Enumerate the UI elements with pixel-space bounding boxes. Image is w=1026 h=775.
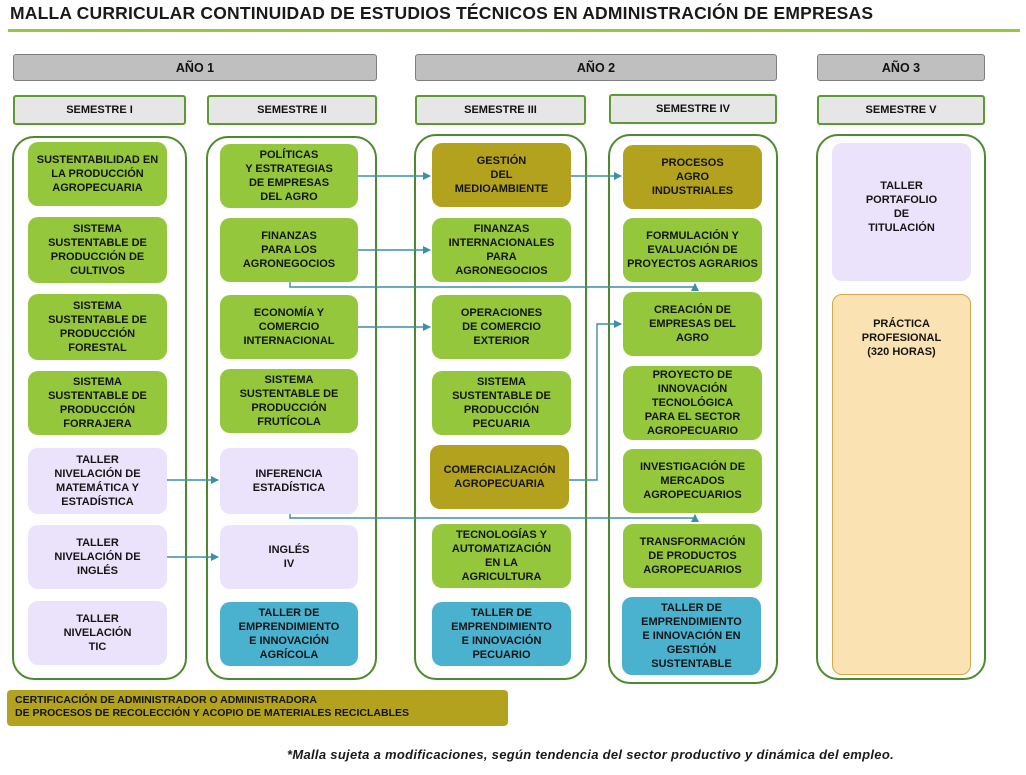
course-sistema-produccion-cultivos: SISTEMA SUSTENTABLE DE PRODUCCIÓN DE CUL…	[28, 217, 167, 283]
course-sistema-produccion-fruticola: SISTEMA SUSTENTABLE DE PRODUCCIÓN FRUTÍC…	[220, 369, 358, 433]
course-economia-comercio-internacional: ECONOMÍA Y COMERCIO INTERNACIONAL	[220, 295, 358, 359]
title-underline	[8, 29, 1020, 32]
course-taller-emprendimiento-pecuario: TALLER DE EMPRENDIMIENTO E INNOVACIÓN PE…	[432, 602, 571, 666]
semester-header-5: SEMESTRE V	[817, 95, 985, 125]
course-finanzas-agronegocios: FINANZAS PARA LOS AGRONEGOCIOS	[220, 218, 358, 282]
course-formulacion-evaluacion-proyectos: FORMULACIÓN Y EVALUACIÓN DE PROYECTOS AG…	[623, 218, 762, 282]
course-ingles-iv: INGLÉS IV	[220, 525, 358, 589]
year-header-1: AÑO 1	[13, 54, 377, 81]
course-creacion-empresas-agro: CREACIÓN DE EMPRESAS DEL AGRO	[623, 292, 762, 356]
semester-header-2: SEMESTRE II	[207, 95, 377, 125]
course-practica-profesional: PRÁCTICA PROFESIONAL (320 HORAS)	[832, 294, 971, 675]
course-taller-portafolio-titulacion: TALLER PORTAFOLIO DE TITULACIÓN	[832, 143, 971, 281]
semester-header-4: SEMESTRE IV	[609, 94, 777, 124]
course-inferencia-estadistica: INFERENCIA ESTADÍSTICA	[220, 448, 358, 514]
course-comercializacion-agropecuaria: COMERCIALIZACIÓN AGROPECUARIA	[430, 445, 569, 509]
course-sustentabilidad-produccion-agropecuaria: SUSTENTABILIDAD EN LA PRODUCCIÓN AGROPEC…	[28, 142, 167, 206]
year-header-2: AÑO 2	[415, 54, 777, 81]
course-investigacion-mercados: INVESTIGACIÓN DE MERCADOS AGROPECUARIOS	[623, 449, 762, 513]
course-taller-nivelacion-ingles: TALLER NIVELACIÓN DE INGLÉS	[28, 525, 167, 589]
certification-banner: CERTIFICACIÓN DE ADMINISTRADOR O ADMINIS…	[7, 690, 508, 726]
semester-header-3: SEMESTRE III	[415, 95, 586, 125]
course-procesos-agroindustriales: PROCESOS AGRO INDUSTRIALES	[623, 145, 762, 209]
course-proyecto-innovacion-tecnologica: PROYECTO DE INNOVACIÓN TECNOLÓGICA PARA …	[623, 366, 762, 440]
course-operaciones-comercio-exterior: OPERACIONES DE COMERCIO EXTERIOR	[432, 295, 571, 359]
course-taller-nivelacion-tic: TALLER NIVELACIÓN TIC	[28, 601, 167, 665]
course-transformacion-productos: TRANSFORMACIÓN DE PRODUCTOS AGROPECUARIO…	[623, 524, 762, 588]
course-taller-emprendimiento-gestion-sustentable: TALLER DE EMPRENDIMIENTO E INNOVACIÓN EN…	[622, 597, 761, 675]
course-finanzas-internacionales: FINANZAS INTERNACIONALES PARA AGRONEGOCI…	[432, 218, 571, 282]
course-politicas-estrategias: POLÍTICAS Y ESTRATEGIAS DE EMPRESAS DEL …	[220, 144, 358, 208]
course-tecnologias-automatizacion: TECNOLOGÍAS Y AUTOMATIZACIÓN EN LA AGRIC…	[432, 524, 571, 588]
course-sistema-produccion-forrajera: SISTEMA SUSTENTABLE DE PRODUCCIÓN FORRAJ…	[28, 371, 167, 435]
course-gestion-medioambiente: GESTIÓN DEL MEDIOAMBIENTE	[432, 143, 571, 207]
page-title: MALLA CURRICULAR CONTINUIDAD DE ESTUDIOS…	[10, 3, 874, 23]
semester-header-1: SEMESTRE I	[13, 95, 186, 125]
course-taller-emprendimiento-agricola: TALLER DE EMPRENDIMIENTO E INNOVACIÓN AG…	[220, 602, 358, 666]
course-taller-nivelacion-matematica: TALLER NIVELACIÓN DE MATEMÁTICA Y ESTADÍ…	[28, 448, 167, 514]
year-header-3: AÑO 3	[817, 54, 985, 81]
footnote: *Malla sujeta a modificaciones, según te…	[287, 747, 894, 762]
course-sistema-produccion-forestal: SISTEMA SUSTENTABLE DE PRODUCCIÓN FOREST…	[28, 294, 167, 360]
course-sistema-produccion-pecuaria: SISTEMA SUSTENTABLE DE PRODUCCIÓN PECUAR…	[432, 371, 571, 435]
